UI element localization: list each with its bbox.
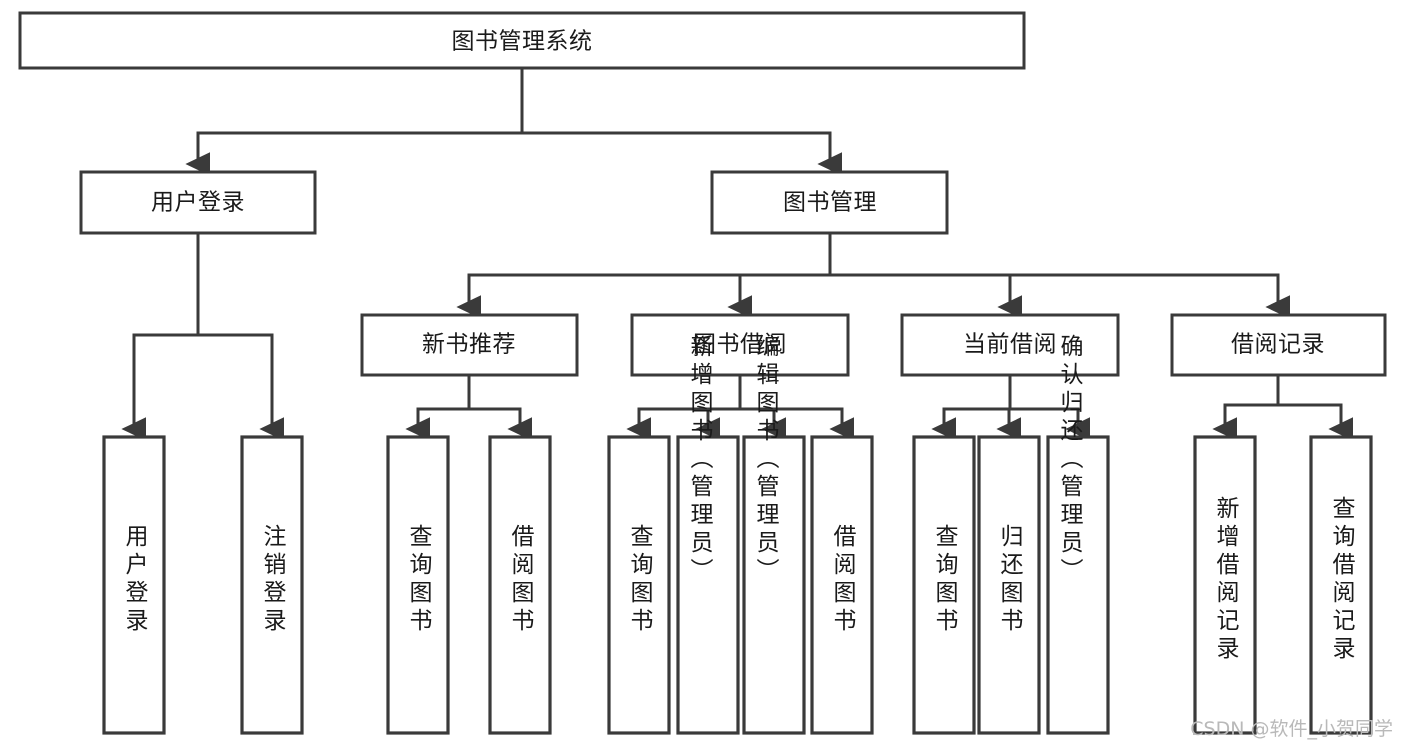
node-book-borrow[interactable]: 图书借阅 xyxy=(630,313,850,377)
leaf-new-book-1-box xyxy=(386,435,450,735)
leaf-current-borrow-2-label: 归还图书 xyxy=(996,524,1024,636)
connector-layer xyxy=(121,66,1354,441)
leaf-current-borrow-1-box xyxy=(912,435,976,735)
leaf-current-borrow-2[interactable]: 归还图书 xyxy=(977,435,1041,735)
node-new-book-recommend-box xyxy=(360,313,579,377)
leaf-user-login-1[interactable]: 用户登录 xyxy=(102,435,166,735)
leaf-book-borrow-3[interactable]: 编辑图书（管理员） xyxy=(742,334,806,735)
node-root-label: 图书管理系统 xyxy=(452,29,593,55)
leaf-current-borrow-3-box xyxy=(1046,435,1110,735)
leaf-user-login-2-label: 注销登录 xyxy=(259,524,287,636)
leaf-current-borrow-3[interactable]: 确认归还（管理员） xyxy=(1046,334,1110,735)
leaf-user-login-1-box xyxy=(102,435,166,735)
leaf-new-book-2[interactable]: 借阅图书 xyxy=(488,435,552,735)
node-book-management-label: 图书管理 xyxy=(783,190,877,216)
node-book-management[interactable]: 图书管理 xyxy=(710,170,949,235)
node-current-borrow-box xyxy=(900,313,1120,377)
leaf-current-borrow-1[interactable]: 查询图书 xyxy=(912,435,976,735)
node-current-borrow-label: 当前借阅 xyxy=(963,332,1057,358)
node-user-login-box xyxy=(79,170,317,235)
leaf-book-borrow-1[interactable]: 查询图书 xyxy=(607,435,671,735)
leaf-book-borrow-2-box xyxy=(676,435,740,735)
leaf-new-book-1-label: 查询图书 xyxy=(405,524,433,636)
node-new-book-recommend[interactable]: 新书推荐 xyxy=(360,313,579,377)
node-current-borrow[interactable]: 当前借阅 xyxy=(900,313,1120,377)
leaf-book-borrow-4-label: 借阅图书 xyxy=(829,524,857,636)
leaf-borrow-record-1[interactable]: 新增借阅记录 xyxy=(1193,435,1257,735)
node-book-borrow-box xyxy=(630,313,850,377)
node-root[interactable]: 图书管理系统 xyxy=(18,11,1026,70)
leaf-user-login-2-box xyxy=(240,435,304,735)
leaf-book-borrow-3-box xyxy=(742,435,806,735)
leaf-current-borrow-1-label: 查询图书 xyxy=(931,524,959,636)
leaf-book-borrow-4[interactable]: 借阅图书 xyxy=(810,435,874,735)
node-root-box xyxy=(18,11,1026,70)
leaf-user-login-1-label: 用户登录 xyxy=(121,524,149,636)
leaf-borrow-record-1-label: 新增借阅记录 xyxy=(1212,496,1240,664)
leaf-user-login-2[interactable]: 注销登录 xyxy=(240,435,304,735)
leaf-borrow-record-2-box xyxy=(1309,435,1373,735)
leaf-new-book-1[interactable]: 查询图书 xyxy=(386,435,450,735)
leaf-book-borrow-1-box xyxy=(607,435,671,735)
node-book-borrow-label: 图书借阅 xyxy=(693,332,787,358)
leaf-current-borrow-3-label: 确认归还（管理员） xyxy=(1056,334,1084,586)
node-user-login-label: 用户登录 xyxy=(151,190,245,216)
leaf-borrow-record-1-box xyxy=(1193,435,1257,735)
node-borrow-record-box xyxy=(1170,313,1387,377)
leaf-new-book-2-box xyxy=(488,435,552,735)
node-user-login[interactable]: 用户登录 xyxy=(79,170,317,235)
node-borrow-record[interactable]: 借阅记录 xyxy=(1170,313,1387,377)
leaf-new-book-2-label: 借阅图书 xyxy=(507,524,535,636)
leaf-book-borrow-1-label: 查询图书 xyxy=(626,524,654,636)
leaf-book-borrow-2[interactable]: 新增图书（管理员） xyxy=(676,334,740,735)
node-borrow-record-label: 借阅记录 xyxy=(1231,332,1325,358)
leaf-current-borrow-2-box xyxy=(977,435,1041,735)
leaf-book-borrow-4-box xyxy=(810,435,874,735)
leaf-borrow-record-2-label: 查询借阅记录 xyxy=(1328,496,1356,664)
leaf-book-borrow-2-label: 新增图书（管理员） xyxy=(686,334,714,586)
leaf-book-borrow-3-label: 编辑图书（管理员） xyxy=(752,334,780,586)
leaf-borrow-record-2[interactable]: 查询借阅记录 xyxy=(1309,435,1373,735)
node-new-book-recommend-label: 新书推荐 xyxy=(422,332,516,358)
node-book-management-box xyxy=(710,170,949,235)
